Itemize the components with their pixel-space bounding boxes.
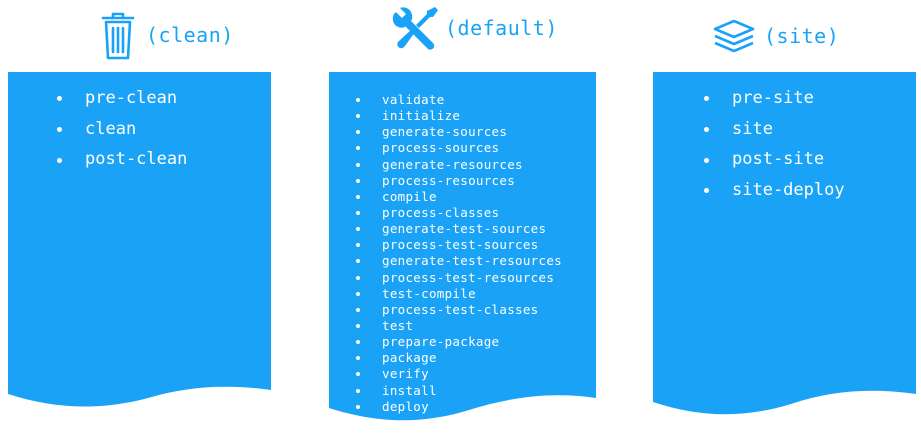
tools-icon [392,7,438,50]
bullet-icon [704,96,709,102]
default-header: (default) [391,4,558,58]
bullet-icon [356,114,360,119]
bullet-icon [356,98,360,103]
phase-item: generate-sources [356,124,562,140]
phase-item: pre-site [704,83,845,114]
bullet-icon [704,157,709,163]
bullet-icon [356,404,360,409]
site-lifecycle-panel: pre-site site post-site site-deploy [653,72,916,422]
site-title: (site) [764,24,840,48]
phase-item: package [356,350,562,366]
bullet-icon [57,157,62,163]
phase-item: generate-test-sources [356,221,562,237]
clean-header: (clean) [100,8,234,62]
site-header: (site) [712,18,839,54]
default-lifecycle-panel: validate initialize generate-sources pro… [329,72,596,426]
bullet-icon [356,227,360,232]
panel-background [8,72,271,407]
phase-item: site [704,114,845,145]
trash-icon [101,12,135,60]
phase-item: prepare-package [356,334,562,350]
phase-item: post-site [704,144,845,175]
clean-lifecycle-panel: pre-clean clean post-clean [8,72,271,412]
phase-item: generate-test-resources [356,253,562,269]
default-phase-list: validate initialize generate-sources pro… [356,92,562,415]
phase-item: initialize [356,108,562,124]
bullet-icon [356,324,360,329]
bullet-icon [356,259,360,264]
bullet-icon [57,96,62,102]
bullet-icon [356,194,360,199]
phase-item: clean [57,114,187,145]
default-title: (default) [445,16,558,40]
phase-item: compile [356,189,562,205]
layers-icon [713,19,755,53]
bullet-icon [356,211,360,216]
phase-item: process-test-sources [356,237,562,253]
phase-item: process-classes [356,205,562,221]
phase-item: deploy [356,399,562,415]
phase-item: generate-resources [356,157,562,173]
bullet-icon [356,291,360,296]
site-phase-list: pre-site site post-site site-deploy [704,83,845,206]
panel-background [653,72,916,415]
clean-title: (clean) [146,23,234,47]
bullet-icon [356,340,360,345]
phase-item: test-compile [356,286,562,302]
panel-background [329,72,596,421]
phase-item: post-clean [57,144,187,175]
bullet-icon [57,127,62,133]
bullet-icon [356,146,360,151]
phase-item: test [356,318,562,334]
bullet-icon [356,178,360,183]
bullet-icon [356,243,360,248]
phase-item: install [356,383,562,399]
phase-item: pre-clean [57,83,187,114]
phase-item: process-test-classes [356,302,562,318]
phase-item: process-test-resources [356,270,562,286]
bullet-icon [356,130,360,135]
bullet-icon [704,127,709,133]
phase-item: process-resources [356,173,562,189]
bullet-icon [356,372,360,377]
bullet-icon [356,275,360,280]
phase-item: process-sources [356,140,562,156]
bullet-icon [704,188,709,194]
bullet-icon [356,356,360,361]
bullet-icon [356,388,360,393]
bullet-icon [356,162,360,167]
phase-item: verify [356,366,562,382]
bullet-icon [356,307,360,312]
clean-phase-list: pre-clean clean post-clean [57,83,187,175]
phase-item: validate [356,92,562,108]
phase-item: site-deploy [704,175,845,206]
